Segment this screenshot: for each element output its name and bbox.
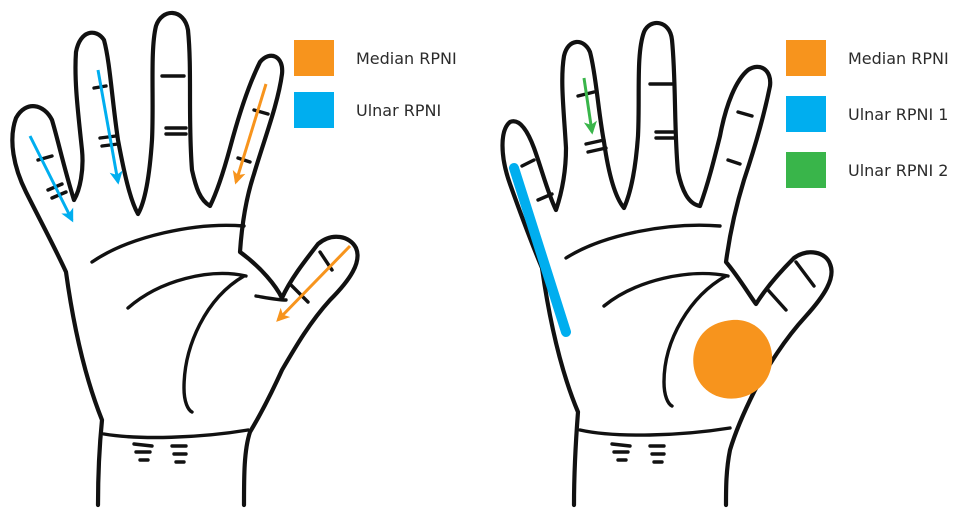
legend-label: Median RPNI [848, 49, 949, 68]
right-heart-line [566, 225, 720, 258]
left-finger-creases [38, 76, 332, 302]
right-head-line [604, 274, 728, 306]
right-wrist-marks [612, 444, 664, 462]
left-thenar-line [184, 276, 244, 412]
right-hand-outline [503, 23, 832, 505]
legend-item-ulnar-2: Ulnar RPNI 2 [786, 152, 948, 188]
legend-label: Ulnar RPNI 1 [848, 105, 948, 124]
left-heart-line [92, 225, 244, 262]
legend-item-median: Median RPNI [294, 40, 457, 76]
legend-item-ulnar-1: Ulnar RPNI 1 [786, 96, 948, 132]
legend-item-ulnar: Ulnar RPNI [294, 92, 441, 128]
ulnar-rpni-1-band [514, 168, 566, 332]
ulnar-swatch [294, 92, 334, 128]
legend-item-median: Median RPNI [786, 40, 949, 76]
left-head-line [128, 274, 246, 308]
ulnar-1-swatch [786, 96, 826, 132]
median-swatch [294, 40, 334, 76]
left-hand-illustration [12, 13, 357, 505]
left-wrist-line [104, 430, 248, 437]
legend-label: Ulnar RPNI [356, 101, 441, 120]
median-rpni-blob [693, 320, 772, 399]
right-wrist-line [580, 428, 730, 435]
right-hand-illustration [503, 23, 832, 505]
left-hand-outline [12, 13, 357, 505]
ulnar-2-swatch [786, 152, 826, 188]
ulnar-rpni-2-arrow [584, 78, 592, 132]
legend-label: Median RPNI [356, 49, 457, 68]
median-swatch [786, 40, 826, 76]
left-wrist-marks [134, 444, 186, 462]
legend-label: Ulnar RPNI 2 [848, 161, 948, 180]
median-arrow-index-finger [236, 84, 266, 182]
